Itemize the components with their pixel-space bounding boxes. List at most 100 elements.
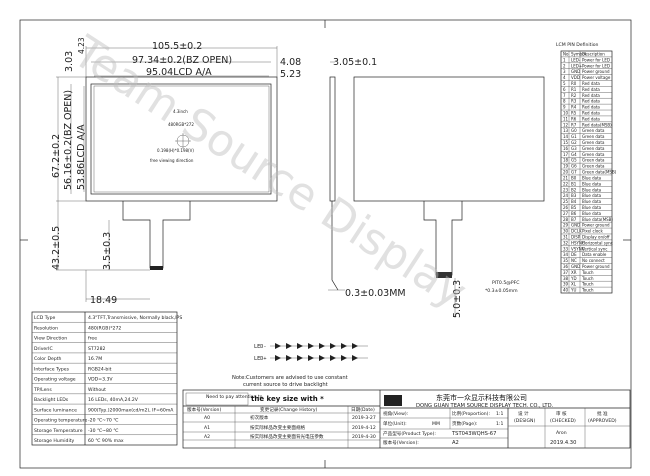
pin-cell: G0 bbox=[571, 128, 577, 133]
spec-label: Surface luminance bbox=[34, 407, 77, 413]
pin-cell: 39 bbox=[563, 282, 569, 287]
company-name-en: DONG GUAN TEAM SOURCE DISPLAY TECH. CO.,… bbox=[416, 403, 554, 409]
rear-outline bbox=[353, 76, 545, 202]
dim-bezel-width: 97.34±0.2(BZ OPEN) bbox=[132, 55, 232, 66]
pin-cell: Touch bbox=[581, 282, 594, 287]
pin-cell: Blue data bbox=[582, 193, 602, 198]
pin-cell: 2 bbox=[563, 63, 566, 68]
led-diode bbox=[319, 355, 325, 361]
spec-label: Backlight LEDs bbox=[34, 397, 69, 403]
rev-header-history: 变更记录(Change History) bbox=[260, 406, 318, 413]
pin-cell: 1 bbox=[563, 57, 566, 62]
pin-cell: Red data bbox=[582, 99, 600, 104]
spec-label: View Direction bbox=[34, 336, 67, 342]
pin-cell: B5 bbox=[571, 205, 577, 210]
pin-cell: 38 bbox=[563, 276, 569, 281]
pin-cell: Display on/off bbox=[582, 234, 610, 239]
pin-cell: G1 bbox=[571, 134, 577, 139]
pin-cell: GND bbox=[571, 264, 580, 269]
pin-cell: 30 bbox=[563, 229, 569, 234]
pin-cell: GND bbox=[571, 69, 580, 74]
pin-cell: 29 bbox=[563, 223, 569, 228]
pin-cell: 21 bbox=[563, 175, 569, 180]
pin-cell: HSYNC bbox=[571, 240, 585, 245]
pin-cell: G4 bbox=[571, 152, 577, 157]
pin-cell: 40 bbox=[563, 288, 569, 293]
spec-label: Operating temperature bbox=[34, 418, 87, 424]
bezel-opening bbox=[90, 83, 272, 195]
note-line-2: current source to drive backlight bbox=[243, 382, 328, 388]
pin-cell: XL bbox=[571, 282, 577, 287]
dim-fpc-length: 43.2±0.5 bbox=[51, 226, 62, 270]
pin-cell: R1 bbox=[571, 87, 577, 92]
pin-cell: Power for LED bbox=[582, 57, 610, 62]
pin-cell: Red data bbox=[582, 116, 600, 121]
pin-cell: Power ground bbox=[582, 264, 610, 269]
pixel-pitch-label: 0.198(H)*0.198(V) bbox=[157, 148, 194, 153]
pin-cell: Power ground bbox=[582, 223, 610, 228]
pin-cell: 19 bbox=[563, 164, 569, 169]
version-label: 版本号(Version): bbox=[383, 439, 419, 446]
led-plus-label: LED+ bbox=[254, 356, 267, 362]
pin-cell: LED- bbox=[571, 57, 581, 62]
product-label: 产品型号(Product Type): bbox=[383, 430, 436, 437]
pin-cell: 13 bbox=[563, 128, 569, 133]
pin-cell: 16 bbox=[563, 146, 569, 151]
pin-cell: 23 bbox=[563, 187, 569, 192]
proj-value: 1:1 bbox=[496, 411, 503, 417]
rev-header-date: 日期(Date) bbox=[351, 407, 375, 413]
pin-cell: 35 bbox=[563, 258, 569, 263]
spec-label: DriverIC bbox=[34, 346, 53, 352]
active-area bbox=[93, 85, 270, 193]
pin-cell: 26 bbox=[563, 205, 569, 210]
spec-label: TP/Lens bbox=[33, 387, 52, 393]
led-diode bbox=[319, 343, 325, 349]
pin-cell: Green data bbox=[582, 146, 605, 151]
dim-bezel-height: 56.16±0.2(BZ OPEN) bbox=[63, 90, 74, 190]
pin-cell: 24 bbox=[563, 193, 569, 198]
spec-value: ST7282 bbox=[88, 346, 105, 352]
pitch-note: PIT0.5@PFC bbox=[492, 280, 519, 286]
dim-top-right-2: 5.23 bbox=[280, 69, 301, 80]
dim-top-right-1: 4.08 bbox=[280, 57, 301, 68]
title-block: Need to pay attention to the key size wi… bbox=[182, 389, 631, 449]
led-diode bbox=[352, 343, 358, 349]
pin-cell: 7 bbox=[563, 93, 566, 98]
pin-cell: 36 bbox=[563, 264, 569, 269]
led-diode bbox=[341, 343, 347, 349]
spec-label: Storage Temperature bbox=[34, 428, 83, 434]
pin-cell: 9 bbox=[563, 105, 566, 110]
pin-cell: R5 bbox=[571, 111, 577, 116]
pin-cell: Green data bbox=[582, 128, 605, 133]
pin-cell: G7 bbox=[571, 170, 577, 175]
pin-cell: Blue data bbox=[582, 175, 602, 180]
led-diode bbox=[286, 343, 292, 349]
pin-cell: Red data(MSB) bbox=[582, 122, 612, 127]
pin-cell: B4 bbox=[571, 199, 577, 204]
front-view: 4.3inch 480RGB*272 0.198(H)*0.198(V) fre… bbox=[51, 37, 301, 306]
pin-cell: Data enable bbox=[582, 252, 607, 257]
spec-value: Without bbox=[88, 387, 106, 393]
led-diode bbox=[330, 355, 336, 361]
approve-value: (APPROVED) bbox=[588, 418, 617, 424]
spec-label: Color Depth bbox=[34, 356, 62, 362]
pin-cell: Blue data bbox=[582, 211, 602, 216]
pin-cell: Red data bbox=[582, 105, 600, 110]
dim-active-width: 95.04LCD A/A bbox=[146, 67, 212, 78]
pin-cell: NC bbox=[571, 258, 577, 263]
rev-date: 2019-4-12 bbox=[352, 425, 376, 431]
led-diode bbox=[275, 343, 281, 349]
pin-cell: Touch bbox=[581, 270, 594, 275]
key-size-note: the key size with * bbox=[251, 395, 324, 403]
spec-value: 60 ℃ 90% max bbox=[88, 438, 124, 444]
notes-area: LED- LED+ Note:Customers are advised to … bbox=[232, 343, 368, 388]
pin-cell: Red data bbox=[582, 81, 600, 86]
pin-cell: VSYNC bbox=[571, 246, 585, 251]
led-diode bbox=[286, 355, 292, 361]
view-label: 视角(View): bbox=[383, 410, 409, 417]
pin-header-cell: Symbol bbox=[571, 52, 586, 57]
dim-rear-fpc: 5.0±0.3 bbox=[452, 280, 463, 318]
pin-cell: 34 bbox=[563, 252, 569, 257]
pin-cell: Green data bbox=[582, 152, 605, 157]
